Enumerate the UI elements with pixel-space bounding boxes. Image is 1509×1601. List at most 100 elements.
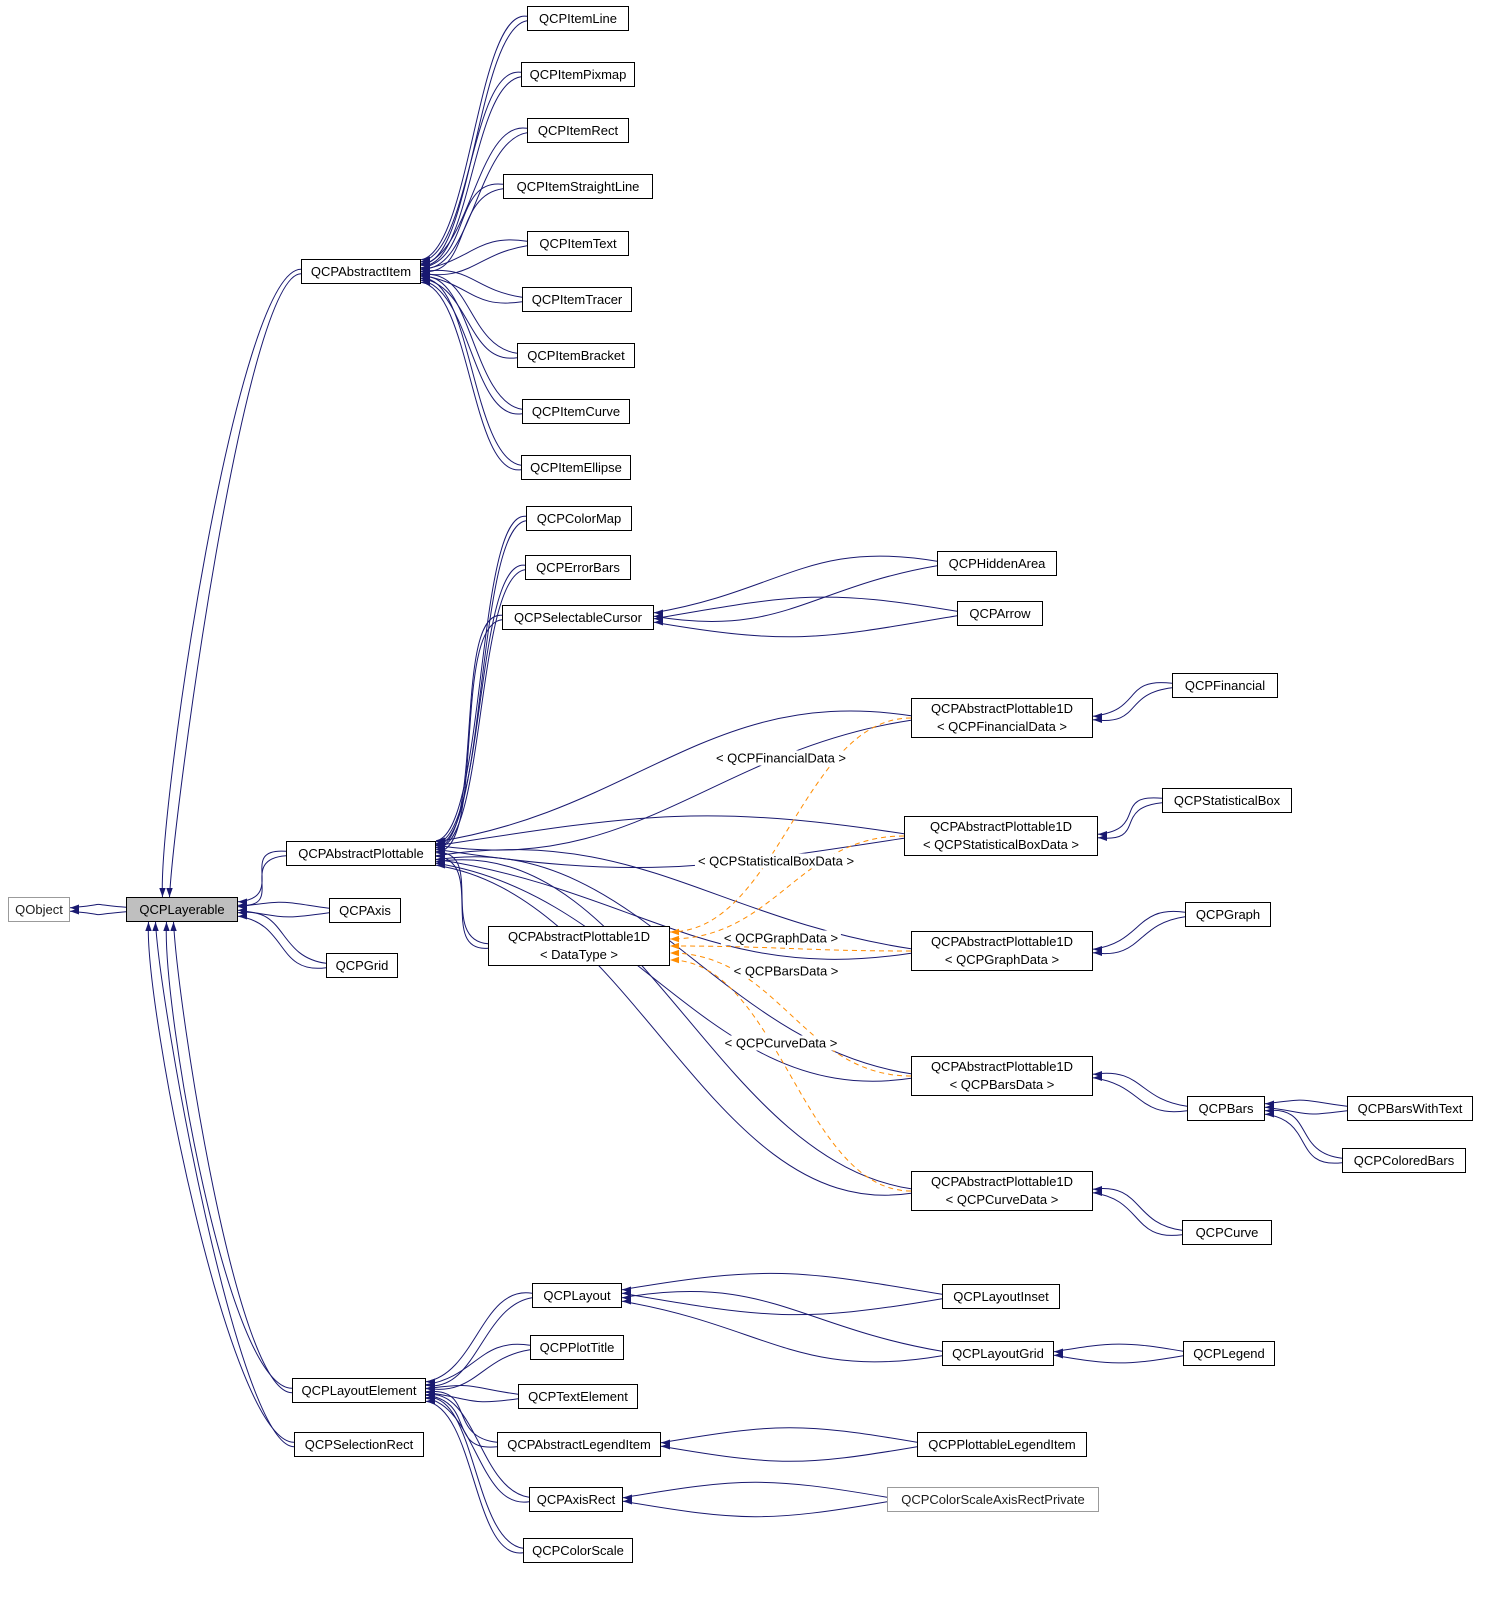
- inheritance-edge-p1d-graph-to-qcpabstractplottable: [435, 858, 912, 960]
- class-node-qcpabstractplottable[interactable]: QCPAbstractPlottable: [286, 841, 436, 866]
- inheritance-edge-qcpgrid-to-qcplayerable: [237, 911, 327, 964]
- template-arg-label-p1d-datatype-4: < QCPCurveData >: [721, 1035, 841, 1051]
- class-node-qcplegend[interactable]: QCPLegend: [1183, 1341, 1275, 1366]
- inheritance-edge-qcpcoloredbars-to-qcpbars-arrowhead: [1265, 1111, 1274, 1118]
- inheritance-edge-qcplegend-to-qcplayoutgrid: [1053, 1354, 1184, 1364]
- inheritance-edge-qcparrow-to-qcpselectablecursor-arrowhead: [654, 619, 663, 626]
- inheritance-edge-qcpstatisticalbox-to-p1d-statbox-arrowhead: [1098, 834, 1107, 841]
- class-node-p1d-curve[interactable]: QCPAbstractPlottable1D < QCPCurveData >: [911, 1171, 1093, 1211]
- class-node-qcpitemellipse[interactable]: QCPItemEllipse: [521, 455, 631, 480]
- class-node-qcpitemtext[interactable]: QCPItemText: [527, 231, 629, 256]
- inheritance-edge-p1d-curve-to-qcpabstractplottable: [435, 859, 912, 1190]
- class-node-qcpitemtracer[interactable]: QCPItemTracer: [522, 287, 632, 312]
- class-node-qcpstatisticalbox[interactable]: QCPStatisticalBox: [1162, 788, 1292, 813]
- class-node-qcphiddenarea[interactable]: QCPHiddenArea: [937, 551, 1057, 576]
- inheritance-edge-p1d-datatype-to-qcpabstractplottable: [435, 855, 489, 949]
- class-node-qcpcolorscale[interactable]: QCPColorScale: [523, 1538, 633, 1563]
- class-node-qcptextelement[interactable]: QCPTextElement: [518, 1384, 638, 1409]
- inheritance-edge-qcpitemline-to-qcpabstractitem: [420, 20, 528, 264]
- inheritance-edge-qcpitemtext-to-qcpabstractitem: [420, 239, 528, 271]
- inheritance-edge-qcpitemellipse-to-qcpabstractitem: [420, 278, 522, 466]
- class-node-p1d-financial[interactable]: QCPAbstractPlottable1D < QCPFinancialDat…: [911, 698, 1093, 738]
- inheritance-edge-qcpplottitle-to-qcplayoutelement: [425, 1343, 531, 1386]
- inheritance-edge-qcpselectionrect-to-qcplayerable-arrowhead: [152, 922, 159, 931]
- template-edge-p1d-bars-to-p1d-datatype: [669, 952, 912, 1077]
- class-node-qcpfinancial[interactable]: QCPFinancial: [1172, 673, 1278, 698]
- class-node-qcpaxisrect[interactable]: QCPAxisRect: [529, 1487, 623, 1512]
- class-node-qcpselectionrect[interactable]: QCPSelectionRect: [294, 1432, 424, 1457]
- class-node-qobject: QObject: [8, 897, 70, 922]
- class-node-qcpitemline[interactable]: QCPItemLine: [527, 6, 629, 31]
- inheritance-edge-qcpcolormap-to-qcpabstractplottable: [435, 520, 527, 845]
- inheritance-edge-qcpitemellipse-to-qcpabstractitem-arrowhead: [421, 279, 430, 286]
- inheritance-edge-qcpaxis-to-qcplayerable: [237, 901, 330, 909]
- inheritance-edge-qcpitemrect-to-qcpabstractitem: [420, 127, 528, 266]
- inheritance-edge-qcpcurve-to-p1d-curve: [1092, 1192, 1183, 1236]
- class-node-qcparrow[interactable]: QCPArrow: [957, 601, 1043, 626]
- inheritance-edge-qcpgraph-to-p1d-graph-arrowhead: [1093, 949, 1102, 956]
- class-node-qcpitemcurve[interactable]: QCPItemCurve: [522, 399, 630, 424]
- inheritance-edge-qcpgraph-to-p1d-graph: [1092, 910, 1186, 950]
- inheritance-edge-qcpbarswithtext-to-qcpbars: [1264, 1099, 1348, 1107]
- inheritance-edge-qcplayoutinset-to-qcplayout-arrowhead: [622, 1290, 631, 1297]
- inheritance-edge-qcperrorbars-to-qcpabstractplottable: [435, 569, 526, 848]
- inheritance-edge-qcpaxis-to-qcplayerable: [237, 909, 330, 918]
- class-node-qcpgraph[interactable]: QCPGraph: [1185, 902, 1271, 927]
- inheritance-edge-qcpcolorscale-to-qcplayoutelement: [425, 1400, 524, 1554]
- class-node-qcpplottitle[interactable]: QCPPlotTitle: [530, 1335, 624, 1360]
- inheritance-edge-qcpcolorscaleaxisrectprivate-to-qcpaxisrect: [622, 1500, 888, 1518]
- class-node-qcplayoutinset[interactable]: QCPLayoutInset: [942, 1284, 1060, 1309]
- inheritance-edge-qcpitemtext-to-qcpabstractitem: [420, 245, 528, 276]
- class-node-qcplayoutgrid[interactable]: QCPLayoutGrid: [942, 1341, 1054, 1366]
- inheritance-edge-qcperrorbars-to-qcpabstractplottable: [435, 564, 526, 845]
- class-node-qcpcurve[interactable]: QCPCurve: [1182, 1220, 1272, 1245]
- class-node-qcpselectablecursor[interactable]: QCPSelectableCursor: [502, 605, 654, 630]
- class-node-qcpbarswithtext[interactable]: QCPBarsWithText: [1347, 1096, 1473, 1121]
- inheritance-edge-p1d-financial-to-qcpabstractplottable: [435, 719, 912, 851]
- inheritance-edge-qcplayoutelement-to-qcplayerable-arrowhead: [170, 922, 177, 931]
- inheritance-edge-qcplayerable-to-qobject: [69, 903, 127, 909]
- inheritance-edge-p1d-statbox-to-qcpabstractplottable: [435, 815, 905, 847]
- inheritance-edge-qcphiddenarea-to-qcpselectablecursor: [653, 555, 938, 614]
- class-node-qcplayout[interactable]: QCPLayout: [532, 1283, 622, 1308]
- inheritance-edge-qcpcoloredbars-to-qcpbars: [1264, 1109, 1343, 1159]
- inheritance-edge-qcpabstractitem-to-qcplayerable: [161, 268, 302, 898]
- inheritance-edge-qcplegend-to-qcplayoutgrid-arrowhead: [1054, 1352, 1063, 1359]
- inheritance-edge-qcplayout-to-qcplayoutelement: [425, 1292, 533, 1383]
- inheritance-edge-qcpabstractitem-to-qcplayerable-arrowhead: [159, 888, 166, 897]
- class-node-qcpcoloredbars[interactable]: QCPColoredBars: [1342, 1148, 1466, 1173]
- class-node-qcpgrid[interactable]: QCPGrid: [326, 953, 398, 978]
- class-node-qcplayoutelement[interactable]: QCPLayoutElement: [292, 1378, 426, 1403]
- class-node-p1d-datatype[interactable]: QCPAbstractPlottable1D < DataType >: [488, 926, 670, 966]
- inheritance-edge-qcpitemcurve-to-qcpabstractitem: [420, 279, 523, 415]
- class-node-qcperrorbars[interactable]: QCPErrorBars: [525, 555, 631, 580]
- class-node-qcpitemstraightline[interactable]: QCPItemStraightLine: [503, 174, 653, 199]
- class-node-qcpitempixmap[interactable]: QCPItemPixmap: [521, 62, 635, 87]
- inheritance-edge-qcpselectionrect-to-qcplayerable: [147, 921, 295, 1443]
- inheritance-edge-qcpplottablelegenditem-to-qcpabstractlegenditem: [660, 1427, 918, 1444]
- class-node-qcpplottablelegenditem[interactable]: QCPPlottableLegendItem: [917, 1432, 1087, 1457]
- class-node-qcpitemrect[interactable]: QCPItemRect: [527, 118, 629, 143]
- inheritance-edge-qcpitemtracer-to-qcpabstractitem: [420, 269, 523, 298]
- inheritance-edge-qcpcolorscale-to-qcplayoutelement-arrowhead: [426, 1398, 435, 1405]
- template-edge-p1d-financial-to-p1d-datatype-arrowhead: [670, 928, 679, 936]
- class-node-qcpitembracket[interactable]: QCPItemBracket: [517, 343, 635, 368]
- class-node-p1d-bars[interactable]: QCPAbstractPlottable1D < QCPBarsData >: [911, 1056, 1093, 1096]
- class-node-qcpabstractitem[interactable]: QCPAbstractItem: [301, 259, 421, 284]
- template-edge-p1d-bars-to-p1d-datatype-arrowhead: [670, 949, 679, 957]
- class-node-p1d-statbox[interactable]: QCPAbstractPlottable1D < QCPStatisticalB…: [904, 816, 1098, 856]
- class-node-qcpaxis[interactable]: QCPAxis: [329, 898, 401, 923]
- class-node-qcpcolormap[interactable]: QCPColorMap: [526, 506, 632, 531]
- inheritance-edge-qcpitemrect-to-qcpabstractitem: [420, 132, 528, 269]
- class-node-qcpabstractlegenditem[interactable]: QCPAbstractLegendItem: [497, 1432, 661, 1457]
- inheritance-edge-qcpaxisrect-to-qcplayoutelement: [425, 1397, 530, 1503]
- class-node-qcplayerable: QCPLayerable: [126, 897, 238, 922]
- template-edge-p1d-curve-to-p1d-datatype: [669, 959, 912, 1192]
- inheritance-edge-qcpitemstraightline-to-qcpabstractitem: [420, 188, 504, 272]
- inheritance-edge-qcpplottablelegenditem-to-qcpabstractlegenditem: [660, 1445, 918, 1462]
- inheritance-edge-qcplayoutgrid-to-qcplayout-arrowhead: [622, 1298, 631, 1305]
- class-node-p1d-graph[interactable]: QCPAbstractPlottable1D < QCPGraphData >: [911, 931, 1093, 971]
- class-node-qcpbars[interactable]: QCPBars: [1187, 1096, 1265, 1121]
